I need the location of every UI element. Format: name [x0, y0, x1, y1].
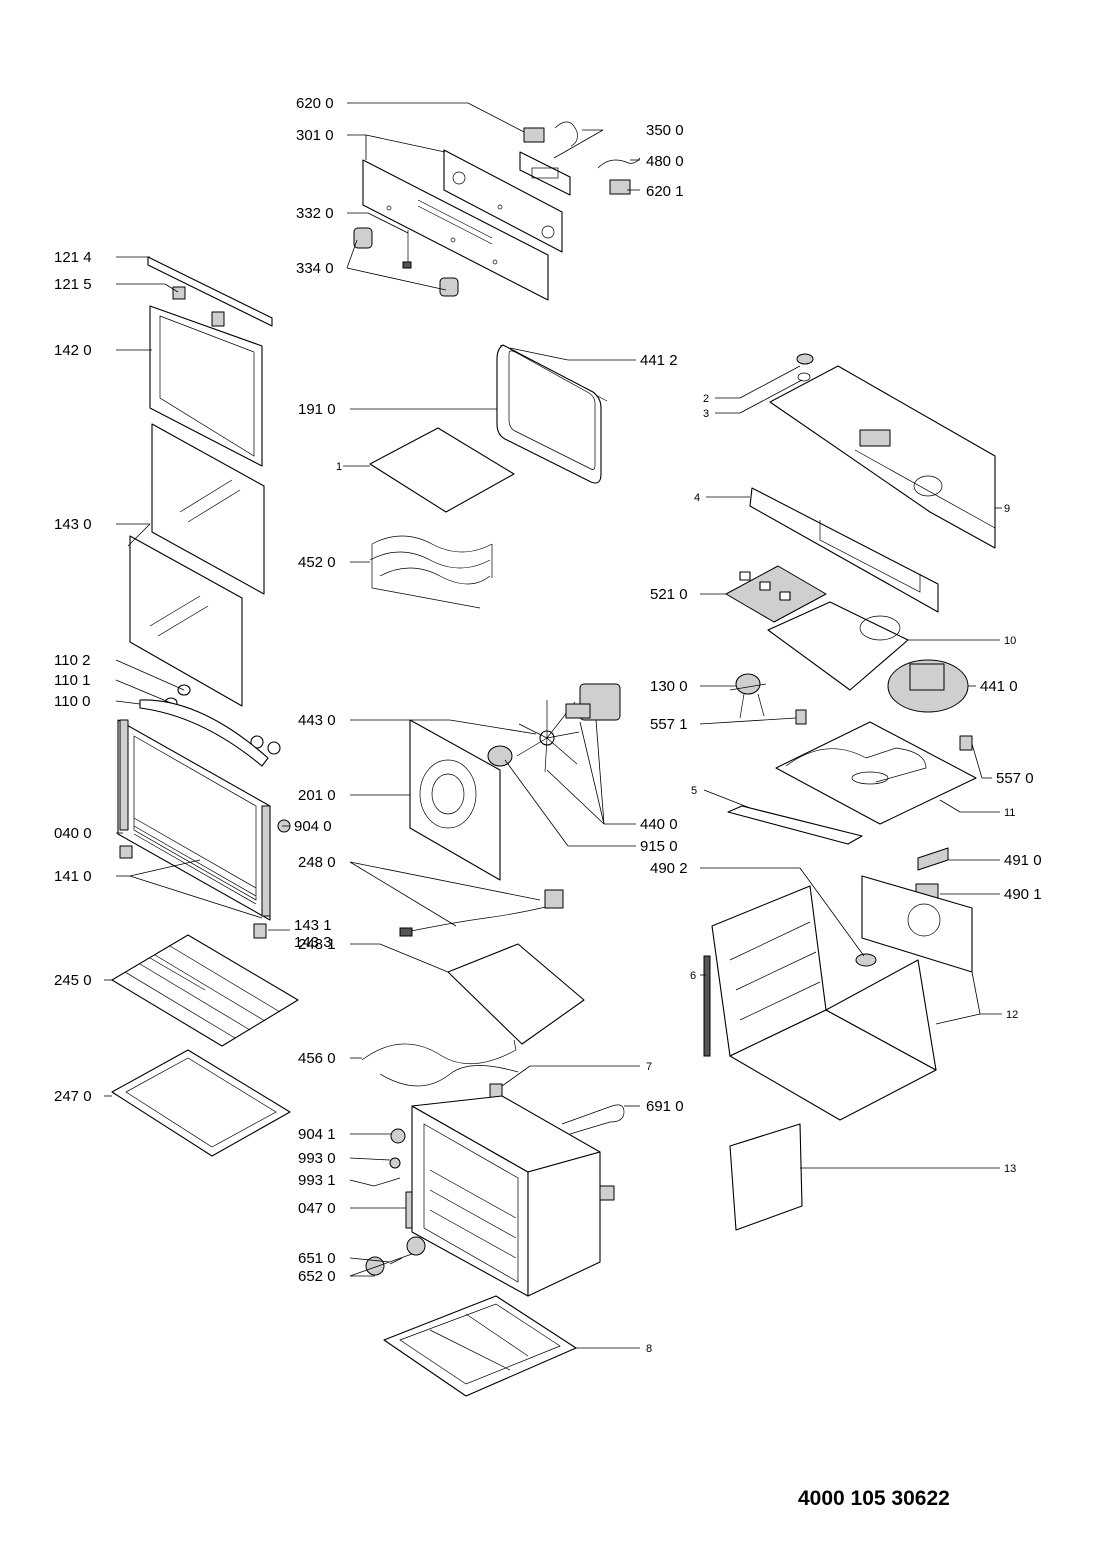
label-10: 10 — [1004, 635, 1016, 647]
top-panel-4-9 — [749, 353, 996, 613]
label-620-0: 620 0 — [296, 95, 334, 112]
label-441-0: 441 0 — [980, 678, 1018, 695]
label-248-1: 248 1 — [298, 936, 336, 953]
label-441-2: 441 2 — [640, 352, 678, 369]
rear-panel-490 — [861, 847, 973, 973]
label-040-0: 040 0 — [54, 825, 92, 842]
label-993-0: 993 0 — [298, 1150, 336, 1167]
label-201-0: 201 0 — [298, 787, 336, 804]
label-2: 2 — [703, 393, 709, 405]
label-490-2: 490 2 — [650, 860, 688, 877]
label-652-0: 652 0 — [298, 1268, 336, 1285]
fan-blade — [516, 700, 580, 773]
outer-casing — [703, 885, 937, 1121]
label-191-0: 191 0 — [298, 401, 336, 418]
label-4: 4 — [694, 492, 700, 504]
label-047-0: 047 0 — [298, 1200, 336, 1217]
label-491-0: 491 0 — [1004, 852, 1042, 869]
label-6: 6 — [690, 970, 696, 982]
document-number: 4000 105 30622 — [798, 1487, 950, 1510]
thermostat-130 — [729, 673, 767, 719]
label-245-0: 245 0 — [54, 972, 92, 989]
label-130-0: 130 0 — [650, 678, 688, 695]
label-121-4: 121 4 — [54, 249, 92, 266]
label-490-1: 490 1 — [1004, 886, 1042, 903]
label-9: 9 — [1004, 503, 1010, 515]
part-557-0 — [959, 735, 973, 751]
label-248-0: 248 0 — [298, 854, 336, 871]
label-7: 7 — [646, 1061, 652, 1073]
label-143-3: 143 3 — [294, 934, 332, 951]
label-915-0: 915 0 — [640, 838, 678, 855]
label-3: 3 — [703, 408, 709, 420]
label-247-0: 247 0 — [54, 1088, 92, 1105]
label-12: 12 — [1006, 1009, 1018, 1021]
label-443-0: 443 0 — [298, 712, 336, 729]
label-332-0: 332 0 — [296, 205, 334, 222]
label-13: 13 — [1004, 1163, 1016, 1175]
pcb-521 — [725, 565, 827, 623]
door-assembly — [117, 256, 291, 939]
label-11: 11 — [1004, 807, 1015, 819]
label-121-5: 121 5 — [54, 276, 92, 293]
cavity-components — [361, 344, 625, 1276]
insulation-13 — [729, 1123, 803, 1231]
label-301-0: 301 0 — [296, 127, 334, 144]
label-904-0: 904 0 — [294, 818, 332, 835]
label-334-0: 334 0 — [296, 260, 334, 277]
label-142-0: 142 0 — [54, 342, 92, 359]
label-691-0: 691 0 — [646, 1098, 684, 1115]
label-1: 1 — [336, 461, 342, 473]
label-993-1: 993 1 — [298, 1172, 336, 1189]
label-904-1: 904 1 — [298, 1126, 336, 1143]
label-557-1: 557 1 — [650, 716, 688, 733]
label-141-0: 141 0 — [54, 868, 92, 885]
label-8: 8 — [646, 1343, 652, 1355]
label-350-0: 350 0 — [646, 122, 684, 139]
label-480-0: 480 0 — [646, 153, 684, 170]
label-521-0: 521 0 — [650, 586, 688, 603]
wire-shelf — [111, 934, 299, 1047]
label-452-0: 452 0 — [298, 554, 336, 571]
label-110-1: 110 1 — [54, 672, 90, 689]
label-110-0: 110 0 — [54, 693, 90, 710]
baking-tray — [111, 1049, 291, 1157]
label-557-0: 557 0 — [996, 770, 1034, 787]
label-143-1: 143 1 — [294, 917, 332, 934]
label-440-0: 440 0 — [640, 816, 678, 833]
control-panel-assembly — [353, 121, 641, 301]
leader-lines — [104, 102, 1002, 1349]
label-143-0: 143 0 — [54, 516, 92, 533]
base-plate — [383, 1295, 577, 1397]
part-557-1 — [795, 709, 807, 725]
bottom-panel-5-11 — [727, 721, 977, 845]
oven-cavity — [411, 1095, 615, 1297]
label-456-0: 456 0 — [298, 1050, 336, 1067]
fan-motor-441 — [887, 659, 969, 713]
fan-duct-10 — [767, 601, 909, 691]
part-labels: 620 0 301 0 350 0 480 0 620 1 332 0 334 … — [54, 95, 1042, 1355]
label-620-1: 620 1 — [646, 183, 684, 200]
label-110-2: 110 2 — [54, 652, 90, 669]
label-651-0: 651 0 — [298, 1250, 336, 1267]
label-5: 5 — [691, 785, 697, 797]
